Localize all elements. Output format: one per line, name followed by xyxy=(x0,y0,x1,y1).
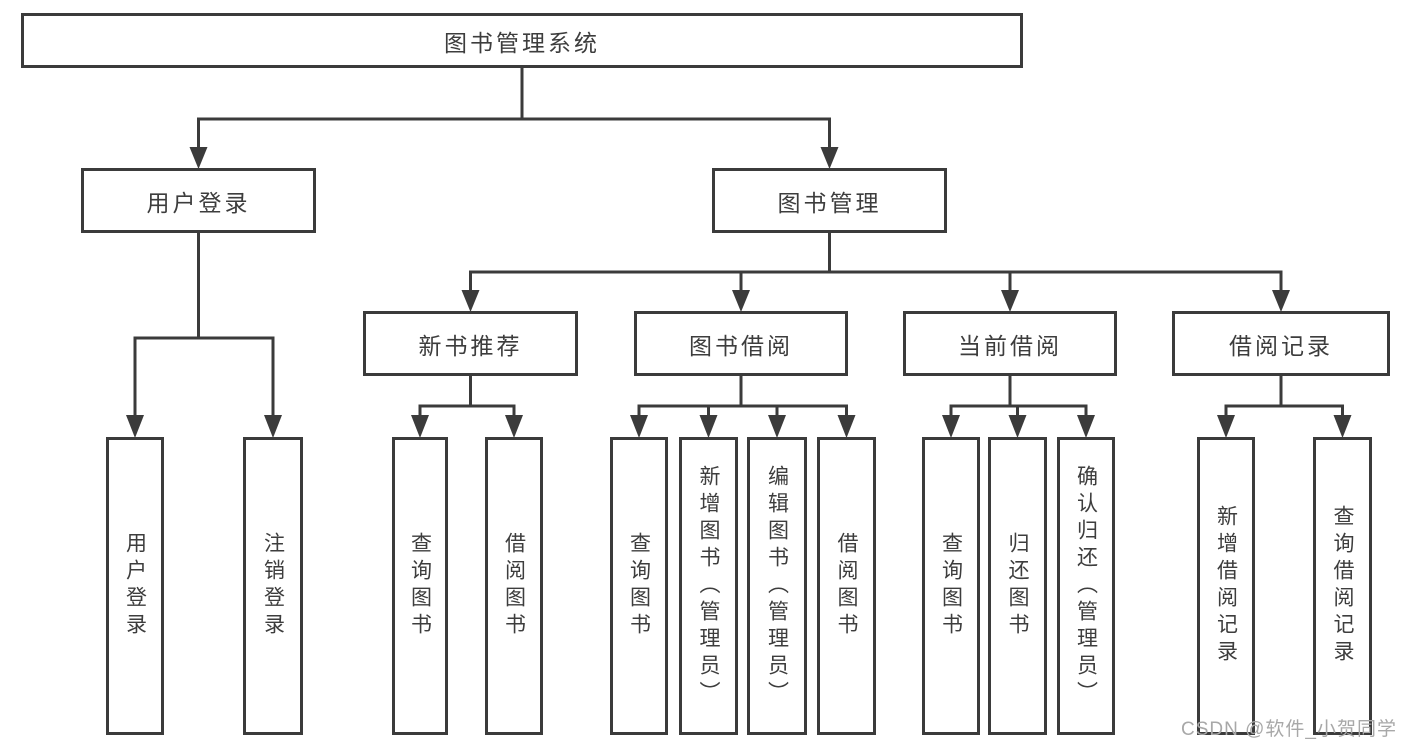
leaf-query-books-recommend-label: 查询图书 xyxy=(408,532,432,640)
leaf-query-books-current-label: 查询图书 xyxy=(939,532,963,640)
leaf-query-books-borrowing-label: 查询图书 xyxy=(627,532,651,640)
node-book-management-label: 图书管理 xyxy=(777,189,882,216)
leaf-confirm-return-admin: 确认归还（管理员） xyxy=(1057,437,1115,735)
node-current-borrowing-label: 当前借阅 xyxy=(958,332,1062,359)
leaf-query-books-current: 查询图书 xyxy=(922,437,980,735)
leaf-return-books-label: 归还图书 xyxy=(1006,532,1029,640)
node-book-management: 图书管理 xyxy=(712,168,947,233)
leaf-add-borrow-record: 新增借阅记录 xyxy=(1197,437,1255,735)
node-new-book-recommend: 新书推荐 xyxy=(363,311,578,376)
node-book-borrowing: 图书借阅 xyxy=(634,311,848,376)
leaf-query-borrow-record-label: 查询借阅记录 xyxy=(1331,505,1354,667)
leaf-confirm-return-admin-label: 确认归还（管理员） xyxy=(1074,464,1098,708)
connector-current-borrowing-to-leaves xyxy=(942,374,1095,438)
node-borrowing-records: 借阅记录 xyxy=(1172,311,1390,376)
leaf-add-book-admin-label: 新增图书（管理员） xyxy=(697,464,720,708)
leaf-user-login-label: 用户登录 xyxy=(123,532,147,640)
leaf-add-book-admin: 新增图书（管理员） xyxy=(679,437,738,735)
leaf-query-books-borrowing: 查询图书 xyxy=(610,437,668,735)
leaf-borrow-books-recommend-label: 借阅图书 xyxy=(502,532,526,640)
leaf-borrow-books-recommend: 借阅图书 xyxy=(485,437,543,735)
leaf-query-borrow-record: 查询借阅记录 xyxy=(1313,437,1372,735)
node-new-book-recommend-label: 新书推荐 xyxy=(418,332,523,359)
connector-book-borrowing-to-leaves xyxy=(630,374,856,438)
node-book-borrowing-label: 图书借阅 xyxy=(689,332,793,359)
leaf-query-books-recommend: 查询图书 xyxy=(392,437,448,735)
leaf-borrow-books-borrowing-label: 借阅图书 xyxy=(835,532,858,640)
node-root: 图书管理系统 xyxy=(21,13,1023,68)
connector-borrowing-records-to-leaves xyxy=(1217,374,1352,438)
leaf-add-borrow-record-label: 新增借阅记录 xyxy=(1214,505,1238,667)
connector-user-login-to-leaves xyxy=(126,231,282,438)
watermark: CSDN @软件_小贺同学 xyxy=(1181,719,1397,740)
leaf-logout: 注销登录 xyxy=(243,437,303,735)
leaf-borrow-books-borrowing: 借阅图书 xyxy=(817,437,876,735)
leaf-logout-label: 注销登录 xyxy=(261,532,285,640)
node-borrowing-records-label: 借阅记录 xyxy=(1229,332,1333,359)
leaf-edit-book-admin: 编辑图书（管理员） xyxy=(747,437,807,735)
node-user-login: 用户登录 xyxy=(81,168,316,233)
leaf-user-login: 用户登录 xyxy=(106,437,164,735)
node-root-label: 图书管理系统 xyxy=(444,29,600,56)
leaf-edit-book-admin-label: 编辑图书（管理员） xyxy=(765,464,789,708)
leaf-return-books: 归还图书 xyxy=(988,437,1047,735)
connector-book-management-to-level3 xyxy=(461,231,1290,312)
connector-root-to-level2 xyxy=(189,66,839,169)
node-current-borrowing: 当前借阅 xyxy=(903,311,1117,376)
node-user-login-label: 用户登录 xyxy=(146,189,251,216)
connector-new-book-recommend-to-leaves xyxy=(411,374,523,438)
